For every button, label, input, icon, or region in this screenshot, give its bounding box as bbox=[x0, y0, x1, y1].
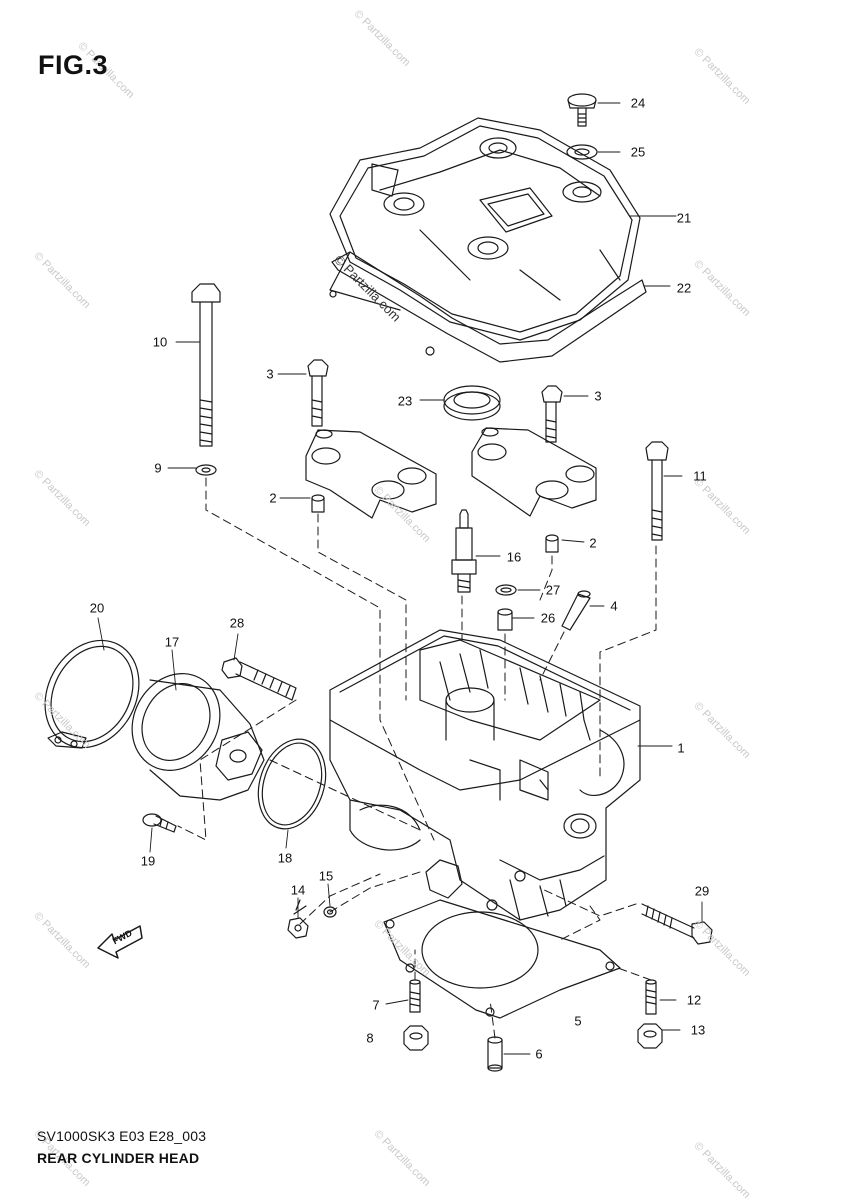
callout-4: 4 bbox=[610, 598, 618, 614]
intake-screw bbox=[142, 813, 177, 833]
callout-29: 29 bbox=[694, 883, 710, 899]
callout-5: 5 bbox=[574, 1013, 582, 1029]
callout-25: 25 bbox=[630, 144, 646, 160]
stud-7 bbox=[409, 979, 421, 1013]
callout-23: 23 bbox=[397, 393, 413, 409]
callout-28: 28 bbox=[229, 615, 245, 631]
guide-4 bbox=[561, 590, 591, 631]
callout-3b: 3 bbox=[594, 388, 602, 404]
figure-title: FIG.3 bbox=[38, 50, 109, 80]
callout-16: 16 bbox=[506, 549, 522, 565]
callout-14: 14 bbox=[290, 882, 306, 898]
callout-24: 24 bbox=[630, 95, 646, 111]
bolt-washer bbox=[195, 464, 217, 476]
callout-10: 10 bbox=[152, 334, 168, 350]
callout-3: 3 bbox=[266, 366, 274, 382]
assembly-lines bbox=[177, 477, 657, 1039]
intake-o-ring bbox=[257, 738, 327, 830]
forward-arrow-icon bbox=[97, 925, 143, 959]
callout-7: 7 bbox=[372, 997, 380, 1013]
spark-plug bbox=[451, 509, 477, 593]
stud-12 bbox=[645, 979, 657, 1015]
callout-1: 1 bbox=[677, 740, 685, 756]
callout-11: 11 bbox=[693, 468, 707, 484]
dowel-pin-6 bbox=[487, 1036, 503, 1072]
callout-22: 22 bbox=[676, 280, 692, 296]
side-bolt bbox=[641, 903, 713, 945]
callout-18: 18 bbox=[277, 850, 293, 866]
dowel-pin-26 bbox=[497, 608, 513, 631]
cam-holder-bolt bbox=[307, 359, 329, 427]
callout-20: 20 bbox=[89, 600, 105, 616]
nut-8 bbox=[403, 1025, 429, 1051]
callout-6: 6 bbox=[535, 1046, 543, 1062]
callout-15: 15 bbox=[318, 868, 334, 884]
long-stud-bolt bbox=[191, 283, 221, 447]
model-code: SV1000SK3 E03 E28_003 bbox=[37, 1128, 207, 1144]
hose-clamp bbox=[44, 639, 140, 749]
leader-lines bbox=[97, 102, 703, 1055]
oil-bolt bbox=[287, 899, 309, 939]
callout-9: 9 bbox=[154, 460, 162, 476]
callout-17: 17 bbox=[164, 634, 180, 650]
cover-bolt bbox=[567, 93, 597, 127]
camshaft-holder-left bbox=[305, 429, 437, 519]
nut-13 bbox=[637, 1023, 663, 1049]
callout-27: 27 bbox=[545, 582, 561, 598]
callout-12: 12 bbox=[686, 992, 702, 1008]
callout-8: 8 bbox=[366, 1030, 374, 1046]
dowel-pin bbox=[311, 494, 325, 513]
dowel-pin bbox=[545, 534, 559, 553]
callout-21: 21 bbox=[676, 210, 692, 226]
callout-26: 26 bbox=[540, 610, 556, 626]
callout-2: 2 bbox=[269, 490, 277, 506]
cover-washer bbox=[566, 144, 598, 160]
o-ring-27 bbox=[495, 584, 517, 596]
cylinder-head bbox=[329, 629, 641, 921]
callout-19: 19 bbox=[140, 853, 156, 869]
cam-holder-bolt bbox=[541, 385, 563, 443]
stud-bolt bbox=[645, 441, 669, 541]
plug-seal bbox=[443, 385, 501, 421]
cylinder-head-cover bbox=[329, 117, 641, 341]
intake-bolt bbox=[221, 657, 297, 701]
callout-2b: 2 bbox=[589, 535, 597, 551]
washer-15 bbox=[323, 906, 337, 918]
camshaft-holder-right bbox=[471, 427, 597, 517]
figure-name: REAR CYLINDER HEAD bbox=[37, 1150, 200, 1166]
callout-13: 13 bbox=[690, 1022, 706, 1038]
intake-pipe bbox=[131, 673, 265, 801]
cylinder-base-gasket bbox=[383, 899, 621, 1019]
